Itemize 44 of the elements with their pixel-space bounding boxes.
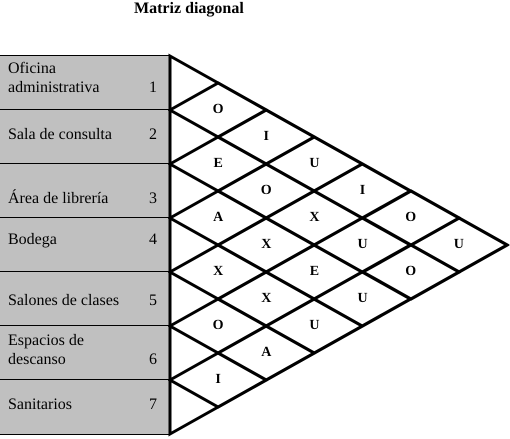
relationship-letter: O [260,184,272,198]
relationship-letter: O [212,103,224,117]
relationship-diamond [168,81,268,139]
relationship-letter: O [212,319,224,333]
relationship-letter: A [213,211,224,225]
area-number: 3 [149,189,157,208]
relationship-letter: E [213,157,223,171]
relationship-letter: U [309,157,320,171]
relationship-letter: I [360,184,366,198]
area-row [0,109,169,165]
relationship-letter: O [405,211,416,225]
area-name: Sanitarios [8,395,72,414]
relationship-letter: U [309,319,320,333]
area-name: Oficina administrativa [8,59,101,98]
relationship-letter: X [309,211,320,225]
relationship-letter: X [261,292,272,306]
relationship-letter: O [405,265,416,279]
area-name: Bodega [8,230,57,250]
area-number: 6 [149,350,157,370]
relationship-letter: U [357,292,368,306]
area-row [0,55,169,111]
area-name: Sala de consulta [8,125,112,144]
area-number: 5 [149,291,157,310]
area-name: Salones de clases [8,291,120,310]
relationship-letter: E [310,265,320,279]
area-number: 4 [149,230,157,250]
area-row [0,379,169,435]
area-name: Área de librería [8,189,108,208]
area-name: Espacios de descanso [8,331,85,370]
relationship-letter: A [261,346,272,360]
diagram-title: Matriz diagonal [134,0,244,18]
area-row [0,325,169,381]
relationship-letter: U [454,238,464,252]
area-number: 7 [149,395,157,414]
relationship-letter: I [264,130,269,144]
relationship-letter: X [261,238,272,252]
relationship-letter: U [357,238,368,252]
area-row [0,271,169,327]
area-row [0,217,169,273]
area-row [0,163,169,219]
area-number: 1 [149,78,157,98]
area-number: 2 [149,125,157,144]
relationship-letter: X [213,265,224,279]
relationship-letter: I [215,373,221,387]
